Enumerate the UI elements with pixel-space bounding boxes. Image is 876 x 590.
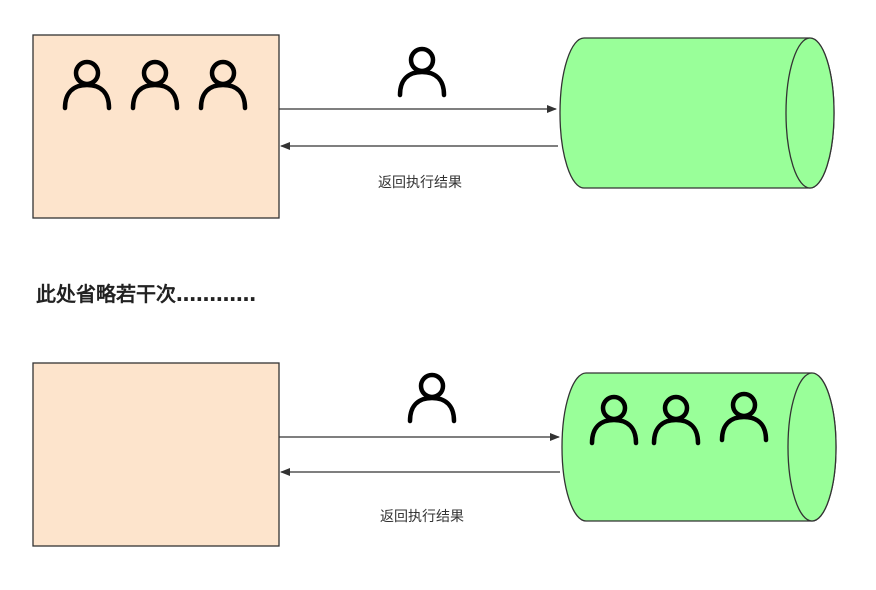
person-icon-in-transit — [410, 375, 454, 421]
return-result-label-bottom: 返回执行结果 — [380, 509, 464, 525]
server-cylinder-top — [559, 37, 835, 189]
server-cylinder-bottom — [561, 372, 837, 522]
person-icon-in-transit — [400, 49, 444, 95]
omitted-iterations-note: 此处省略若干次………… — [36, 282, 256, 306]
return-result-label-top: 返回执行结果 — [378, 175, 462, 191]
client-box-top — [32, 34, 280, 219]
client-box-bottom — [32, 362, 280, 547]
